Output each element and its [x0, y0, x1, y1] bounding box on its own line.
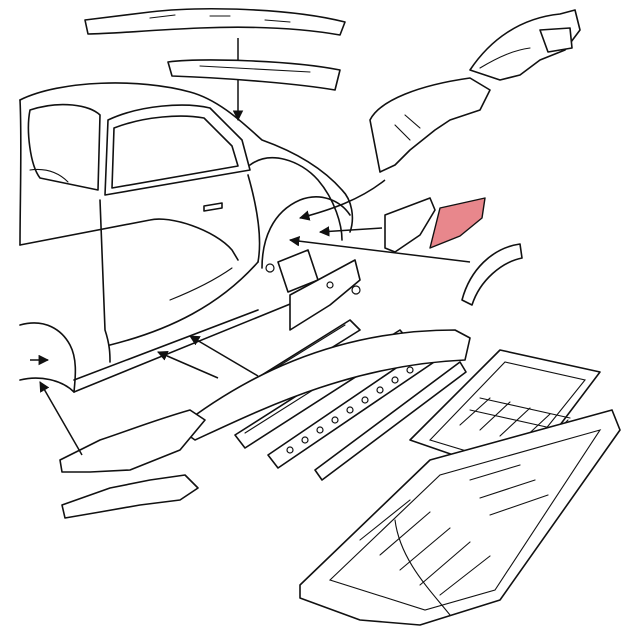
outer-sill — [177, 329, 471, 441]
wheel-arch-patch — [429, 197, 486, 249]
rear-quarter-inner-lower — [369, 77, 491, 173]
roof-cross-member — [84, 8, 346, 36]
roof-bow — [167, 59, 341, 91]
floor-pan-half-lower — [299, 409, 621, 626]
front-floor-bracket — [61, 474, 199, 519]
narrow-sill-strip — [314, 361, 467, 481]
outer-wheel-arch-lip — [461, 243, 523, 306]
wheel-arch-repair-panel — [384, 197, 436, 253]
rear-quarter-inner-upper — [469, 9, 581, 81]
front-quarter-floor — [59, 409, 206, 473]
jacking-point-panel — [289, 259, 361, 331]
